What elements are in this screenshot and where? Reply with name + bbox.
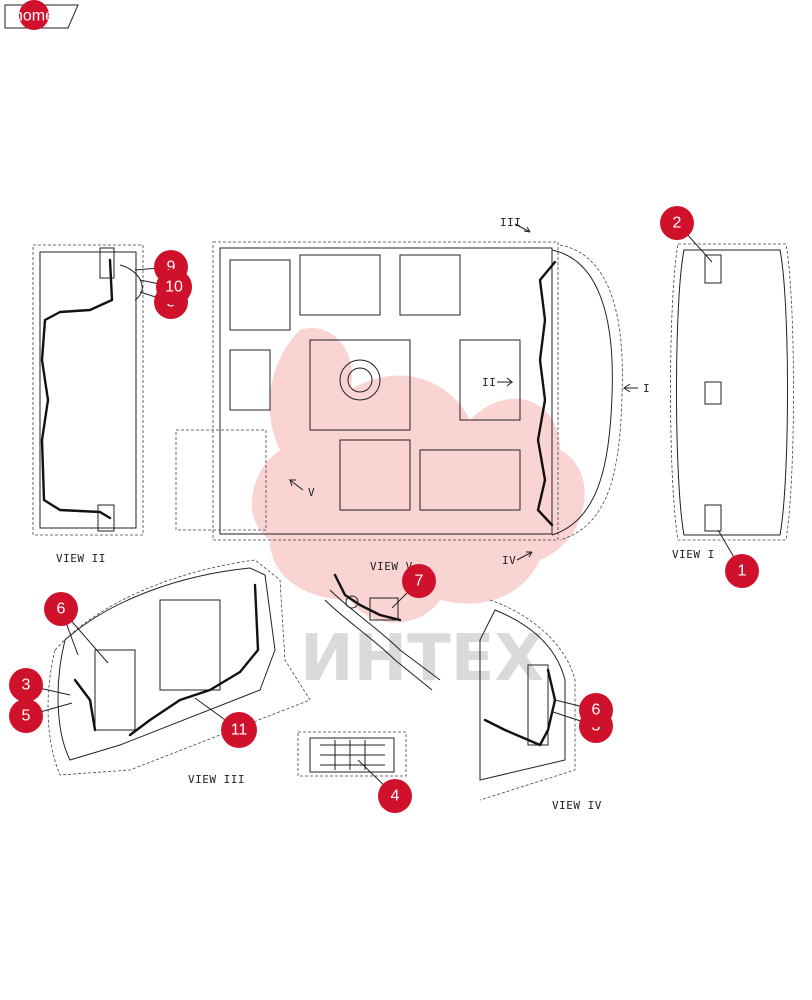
view-5-drawing: VIEW V bbox=[175, 241, 623, 573]
connector-detail bbox=[324, 573, 441, 691]
callout-10[interactable]: 10 bbox=[156, 269, 192, 305]
home-tab[interactable]: home bbox=[4, 0, 79, 30]
view-1-drawing: VIEW I bbox=[670, 243, 794, 561]
home-label[interactable]: home bbox=[14, 8, 54, 25]
callout-7-label[interactable]: 7 bbox=[415, 573, 424, 590]
view-4-drawing: VIEW IV bbox=[479, 599, 602, 812]
arrow-1-label: I bbox=[643, 382, 650, 395]
callout-4-label[interactable]: 4 bbox=[391, 788, 400, 805]
arrow-2-label: II bbox=[482, 376, 496, 389]
callout-11[interactable]: 11 bbox=[221, 712, 257, 748]
view-5-label: VIEW V bbox=[370, 560, 413, 573]
callout-5-label[interactable]: 5 bbox=[22, 708, 31, 725]
callout-6a-label[interactable]: 6 bbox=[57, 601, 66, 618]
callout-2-label[interactable]: 2 bbox=[673, 215, 682, 232]
callout-6-view-4[interactable]: 6 bbox=[579, 693, 613, 727]
callout-3a-label[interactable]: 3 bbox=[22, 677, 31, 694]
callout-9-label[interactable]: 9 bbox=[167, 259, 176, 276]
watermark-logo bbox=[251, 328, 585, 623]
callout-7[interactable]: 7 bbox=[402, 564, 436, 598]
arrow-5-label: V bbox=[308, 486, 315, 499]
view-4-label: VIEW IV bbox=[552, 799, 602, 812]
view-2-label: VIEW II bbox=[56, 552, 106, 565]
callout-11-label[interactable]: 11 bbox=[231, 722, 248, 739]
callout-6-view-3[interactable]: 6 bbox=[44, 592, 78, 626]
view-3-label: VIEW III bbox=[188, 773, 245, 786]
callout-6b-label[interactable]: 6 bbox=[592, 702, 601, 719]
watermark-text: ИНТЕХ bbox=[300, 622, 544, 696]
callout-3-view-3[interactable]: 3 bbox=[9, 668, 43, 702]
fuse-box bbox=[297, 731, 407, 777]
callout-10-label[interactable]: 10 bbox=[165, 279, 183, 296]
view-2-drawing: VIEW II bbox=[32, 244, 144, 565]
callout-1[interactable]: 1 bbox=[725, 554, 759, 588]
watermark: ИНТЕХ bbox=[251, 328, 585, 696]
view-3-drawing: VIEW III bbox=[47, 559, 311, 786]
callout-1-label[interactable]: 1 bbox=[738, 563, 747, 580]
view-1-label: VIEW I bbox=[672, 548, 715, 561]
arrow-4-label: IV bbox=[502, 554, 516, 567]
callout-2[interactable]: 2 bbox=[660, 206, 694, 240]
callout-5[interactable]: 5 bbox=[9, 699, 43, 733]
arrow-3-label: III bbox=[500, 216, 521, 229]
callout-4[interactable]: 4 bbox=[378, 779, 412, 813]
view-arrows: III I II V IV bbox=[288, 216, 650, 567]
